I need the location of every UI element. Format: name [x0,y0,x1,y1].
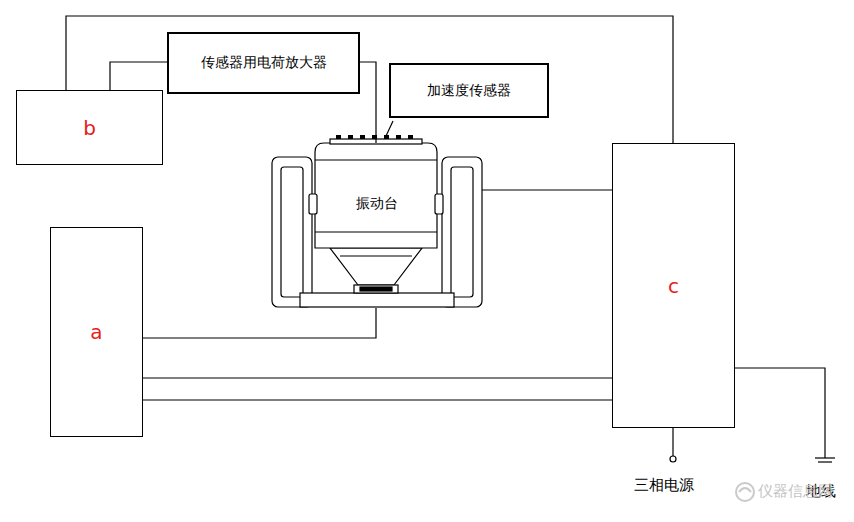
shaker-base [300,293,454,307]
wire [143,399,612,400]
ground-symbol [818,461,832,462]
wire [110,62,167,90]
plate-bolts [336,135,413,139]
body-line [315,231,437,232]
device-box: b [16,90,163,165]
leader-line [386,121,393,136]
shaker-frame [272,157,312,307]
accelerometer-box: 加速度传感器 [389,63,549,118]
mains-wire [672,428,673,456]
trunnion [435,194,443,214]
watermark: 仪器信息网 [758,482,833,501]
shaker-frame-inner [281,167,303,297]
device-box: a [50,227,143,437]
trunnion [309,194,317,214]
terminal [670,456,676,462]
shaker-foot [354,285,398,293]
shaker-foot-slot [360,287,392,291]
device-box: c [612,143,735,428]
node-text: c [668,274,679,298]
wire [143,377,612,378]
ground-symbol [815,457,835,458]
node-text: 传感器用电荷放大器 [201,54,327,72]
shaker-table: 振动台 [272,143,482,308]
ground-wire [735,368,825,458]
wire [360,62,376,143]
node-text: a [90,320,102,344]
node-text: b [83,116,96,140]
wire [143,308,376,338]
shaker-body [315,143,437,248]
wire [66,16,673,143]
power-label: 三相电源 [634,476,694,495]
node-text: 振动台 [356,195,398,213]
shaker-cone [330,248,422,285]
node-text: 加速度传感器 [427,82,511,100]
shaker-frame-inner [451,167,473,297]
cone-ring [340,255,412,256]
charge-amplifier-box: 传感器用电荷放大器 [167,32,360,94]
shaker-frame [442,157,482,307]
watermark-logo [736,483,754,501]
wire [482,189,612,190]
body-line [315,159,437,160]
